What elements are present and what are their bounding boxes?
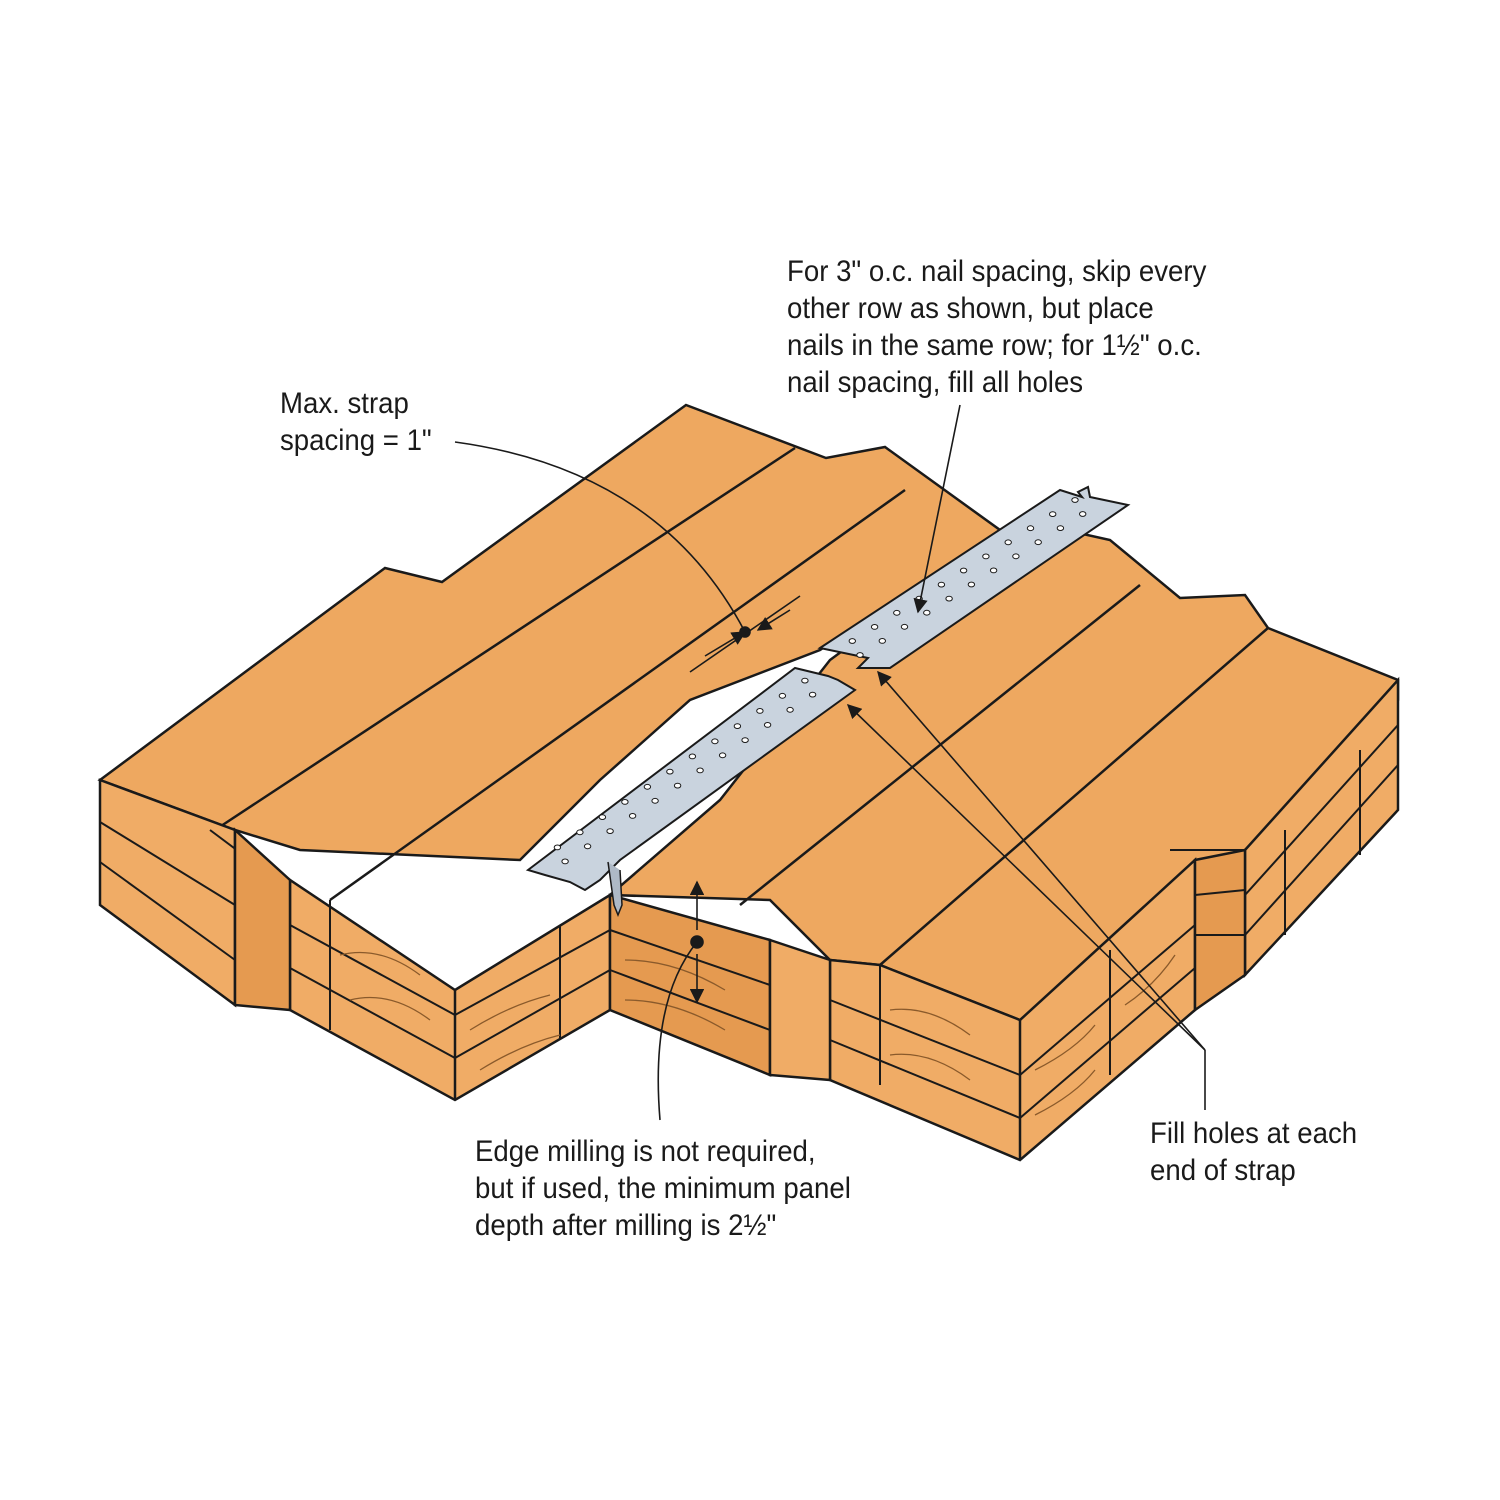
nail-hole bbox=[1012, 553, 1020, 560]
nail-hole bbox=[553, 844, 562, 851]
nail-hole bbox=[621, 799, 629, 805]
callout-fill-holes: Fill holes at each end of strap bbox=[1150, 1115, 1357, 1189]
callout-nail-spacing: For 3" o.c. nail spacing, skip every oth… bbox=[787, 253, 1206, 401]
callout-line: other row as shown, but place bbox=[787, 292, 1154, 325]
callout-strap-spacing: Max. strap spacing = 1" bbox=[280, 385, 432, 459]
nail-hole bbox=[673, 782, 682, 789]
nail-hole bbox=[923, 609, 931, 616]
nail-hole bbox=[1004, 539, 1012, 546]
nail-hole bbox=[561, 858, 569, 865]
nail-hole bbox=[786, 706, 794, 713]
callout-line: but if used, the minimum panel bbox=[475, 1172, 851, 1205]
nail-hole bbox=[598, 814, 607, 820]
left-panel bbox=[97, 403, 1003, 1102]
strap-upper bbox=[817, 485, 1131, 669]
nail-hole bbox=[666, 768, 674, 775]
nail-hole bbox=[801, 677, 809, 684]
nail-hole bbox=[711, 738, 719, 745]
nail-hole bbox=[643, 783, 652, 790]
strap-lower bbox=[525, 666, 857, 918]
leader-lines bbox=[454, 404, 1206, 1121]
nail-holes bbox=[553, 497, 1087, 865]
nail-hole bbox=[1034, 539, 1042, 546]
callout-line: Fill holes at each bbox=[1150, 1117, 1358, 1150]
nail-hole bbox=[848, 638, 856, 644]
nail-hole bbox=[651, 797, 659, 804]
nail-hole bbox=[808, 691, 817, 698]
left-panel-front bbox=[288, 877, 612, 1102]
nail-hole bbox=[756, 708, 764, 714]
callout-line: Edge milling is not required, bbox=[475, 1135, 816, 1168]
nail-hole bbox=[606, 828, 614, 834]
callout-line: spacing = 1" bbox=[280, 424, 432, 457]
nail-hole bbox=[696, 767, 704, 774]
nail-hole bbox=[576, 829, 584, 836]
nail-hole bbox=[733, 723, 742, 729]
nail-hole bbox=[1056, 525, 1065, 531]
callout-line: end of strap bbox=[1150, 1154, 1296, 1187]
nail-hole bbox=[870, 624, 879, 630]
nail-hole bbox=[688, 753, 697, 760]
nail-hole bbox=[718, 752, 727, 759]
nail-hole bbox=[989, 567, 998, 574]
nail-hole bbox=[967, 581, 976, 588]
callout-edge-milling: Edge milling is not required, but if use… bbox=[475, 1133, 851, 1244]
callout-line: Max. strap bbox=[280, 387, 409, 420]
nail-hole bbox=[778, 692, 787, 699]
nail-hole bbox=[1049, 511, 1057, 517]
nail-hole bbox=[1071, 497, 1079, 503]
callout-line: nail spacing, fill all holes bbox=[787, 366, 1084, 399]
nail-hole bbox=[937, 581, 946, 588]
nail-hole bbox=[900, 623, 909, 630]
callout-line: depth after milling is 2½" bbox=[475, 1209, 777, 1242]
nail-hole bbox=[893, 609, 901, 616]
nail-hole bbox=[1026, 525, 1035, 532]
nail-hole bbox=[583, 843, 592, 850]
nail-hole bbox=[878, 638, 886, 644]
nail-hole bbox=[945, 595, 953, 602]
nail-hole bbox=[982, 553, 990, 560]
nail-hole bbox=[763, 722, 772, 728]
nail-hole bbox=[856, 652, 864, 658]
nail-hole bbox=[1079, 511, 1087, 517]
nail-hole bbox=[741, 737, 749, 743]
callout-line: nails in the same row; for 1½" o.c. bbox=[787, 329, 1202, 362]
nail-hole bbox=[628, 813, 637, 819]
nail-hole bbox=[959, 567, 968, 574]
callout-line: For 3" o.c. nail spacing, skip every bbox=[787, 255, 1207, 288]
